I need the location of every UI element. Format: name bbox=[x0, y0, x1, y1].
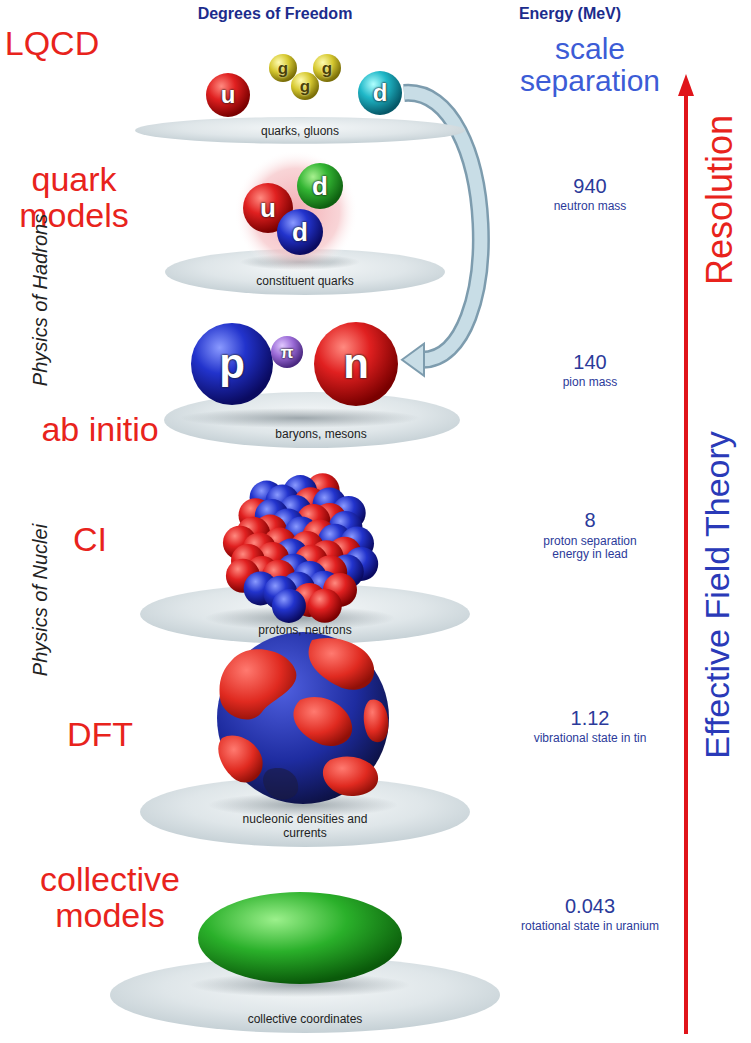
sphere-fill bbox=[277, 209, 323, 255]
particle-sphere: p bbox=[191, 323, 273, 405]
particle-sphere: π bbox=[271, 336, 303, 368]
particle-symbol: g bbox=[300, 78, 310, 95]
sphere-fill bbox=[206, 73, 250, 117]
nucleus-cluster bbox=[223, 473, 378, 623]
particle-symbol: p bbox=[219, 343, 245, 385]
axis-label: Physics of Nuclei bbox=[30, 524, 51, 676]
particle-sphere: n bbox=[314, 322, 398, 406]
collective-ellipsoid bbox=[198, 892, 402, 984]
arrow-head bbox=[678, 74, 694, 96]
method-label: scale separation bbox=[500, 33, 680, 96]
level-caption: collective coordinates bbox=[248, 1013, 363, 1027]
sphere-fill bbox=[191, 323, 273, 405]
particle-sphere: d bbox=[358, 71, 402, 115]
particle-symbol: d bbox=[312, 173, 328, 199]
energy-label: Degrees of Freedom bbox=[198, 6, 353, 23]
particle-sphere: g bbox=[313, 54, 341, 82]
method-label: DFT bbox=[67, 717, 133, 753]
particle-symbol: u bbox=[260, 195, 276, 221]
particle-sphere: d bbox=[297, 163, 343, 209]
sphere-fill bbox=[313, 54, 341, 82]
level-caption: constituent quarks bbox=[256, 275, 353, 289]
level-caption: baryons, mesons bbox=[275, 428, 366, 442]
nucleon bbox=[308, 589, 342, 623]
sphere-fill bbox=[291, 72, 319, 100]
particle-symbol: g bbox=[278, 60, 288, 77]
level-disk: quarks, gluons bbox=[135, 117, 465, 144]
level-caption: nucleonic densities and currents bbox=[230, 813, 380, 841]
axis-label: Physics of Hadrons bbox=[30, 214, 51, 386]
particle-sphere: g bbox=[291, 72, 319, 100]
axis-label: Effective Field Theory bbox=[700, 431, 736, 759]
particle-sphere: d bbox=[277, 209, 323, 255]
energy-label: rotational state in uranium bbox=[521, 920, 659, 933]
particle-symbol: u bbox=[221, 83, 236, 107]
method-label: quark models bbox=[9, 162, 139, 233]
energy-label: proton separation energy in lead bbox=[525, 535, 655, 560]
energy-label: Energy (MeV) bbox=[519, 6, 621, 23]
shadow bbox=[180, 408, 420, 428]
particle-symbol: d bbox=[292, 219, 308, 245]
level-caption: quarks, gluons bbox=[261, 125, 339, 139]
method-label: CI bbox=[73, 522, 107, 558]
method-label: ab initio bbox=[41, 412, 158, 448]
nucleon bbox=[272, 589, 306, 623]
energy-label: 940 bbox=[573, 176, 606, 197]
energy-label: neutron mass bbox=[554, 200, 627, 213]
energy-label: 140 bbox=[573, 352, 606, 373]
method-label: LQCD bbox=[5, 26, 99, 62]
energy-label: pion mass bbox=[563, 376, 618, 389]
axis-label: Resolution bbox=[701, 115, 739, 285]
particle-symbol: g bbox=[322, 60, 332, 77]
sphere-fill bbox=[269, 54, 297, 82]
disk-fill bbox=[164, 392, 460, 448]
density-blob bbox=[217, 632, 389, 804]
particle-sphere: u bbox=[206, 73, 250, 117]
disk-fill bbox=[135, 117, 465, 144]
particle-symbol: π bbox=[280, 344, 293, 361]
energy-label: 8 bbox=[584, 510, 595, 531]
particle-symbol: d bbox=[373, 81, 388, 105]
energy-label: 1.12 bbox=[571, 708, 610, 729]
quark-glow bbox=[234, 150, 358, 274]
sphere-fill bbox=[358, 71, 402, 115]
arrow-head bbox=[402, 344, 424, 376]
sphere-fill bbox=[314, 322, 398, 406]
energy-label: vibrational state in tin bbox=[534, 732, 647, 745]
particle-sphere: g bbox=[269, 54, 297, 82]
particle-symbol: n bbox=[343, 343, 369, 385]
energy-label: 0.043 bbox=[565, 896, 615, 917]
sphere-fill bbox=[271, 336, 303, 368]
level-caption: protons, neutrons bbox=[258, 624, 351, 638]
resolution-arrow bbox=[684, 92, 688, 1034]
method-label: collective models bbox=[10, 862, 210, 933]
sphere-fill bbox=[297, 163, 343, 209]
